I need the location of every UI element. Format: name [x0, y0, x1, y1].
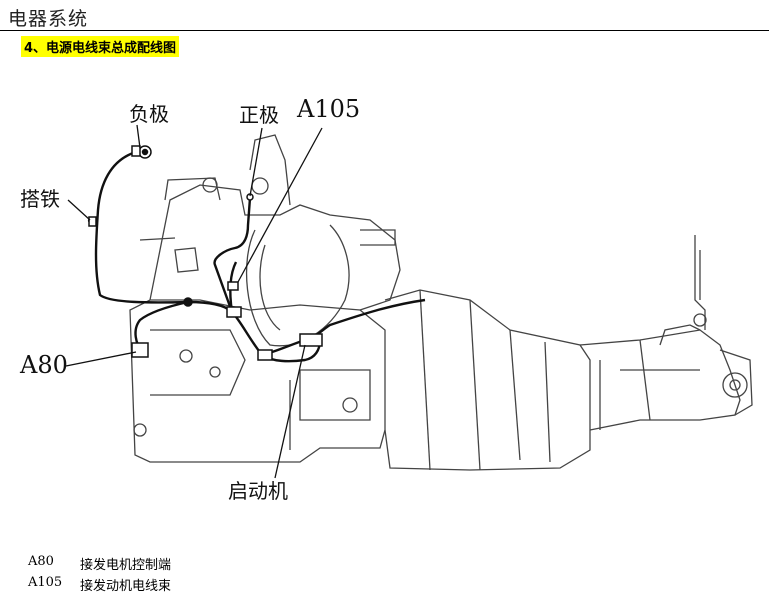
header-divider: [0, 30, 769, 31]
callout-negative-terminal: 负极: [129, 102, 169, 126]
callout-positive-terminal: 正极: [239, 103, 279, 127]
page-header-title: 电器系统: [8, 8, 89, 30]
legend-row: A105 接发动机电线束: [28, 575, 171, 596]
legend-description: 接发电机控制端: [80, 558, 172, 573]
power-harness-wires: [87, 150, 426, 363]
callout-leader-lines: [65, 124, 323, 479]
connector-legend: A80 接发电机控制端 A105 接发动机电线束: [28, 554, 171, 596]
legend-code: A105: [28, 575, 63, 590]
legend-description: 接发动机电线束: [80, 579, 172, 594]
callout-a80: A80: [20, 351, 68, 379]
harness-connectors: [88, 145, 323, 361]
engine-wiring-diagram: [65, 124, 753, 479]
callout-starter-motor: 启动机: [228, 479, 288, 503]
legend-row: A80 接发电机控制端: [28, 554, 171, 575]
section-heading: 4、电源电线束总成配线图: [21, 36, 180, 57]
callout-ground: 搭铁: [20, 187, 60, 211]
engine-outline: [129, 134, 753, 471]
legend-code: A80: [28, 554, 54, 569]
callout-a105: A105: [297, 95, 361, 123]
